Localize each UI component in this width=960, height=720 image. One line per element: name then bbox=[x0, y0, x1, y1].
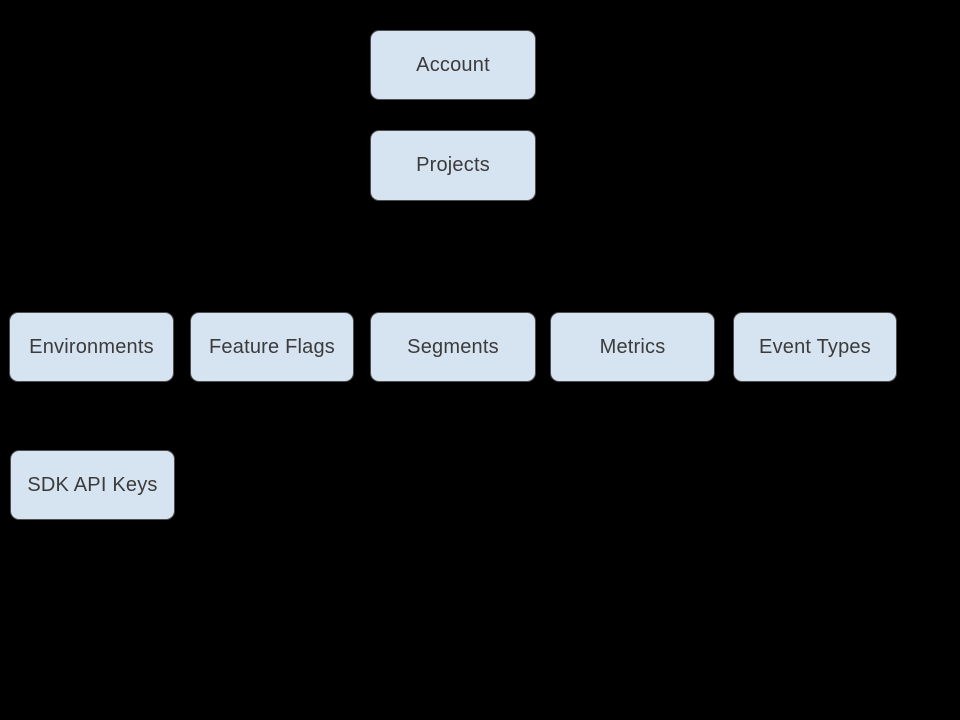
node-sdk-api-keys: SDK API Keys bbox=[10, 450, 175, 520]
node-event-types: Event Types bbox=[733, 312, 897, 382]
node-feature-flags: Feature Flags bbox=[190, 312, 354, 382]
node-account: Account bbox=[370, 30, 536, 100]
node-environments: Environments bbox=[9, 312, 174, 382]
node-metrics: Metrics bbox=[550, 312, 715, 382]
node-projects: Projects bbox=[370, 130, 536, 201]
node-segments: Segments bbox=[370, 312, 536, 382]
